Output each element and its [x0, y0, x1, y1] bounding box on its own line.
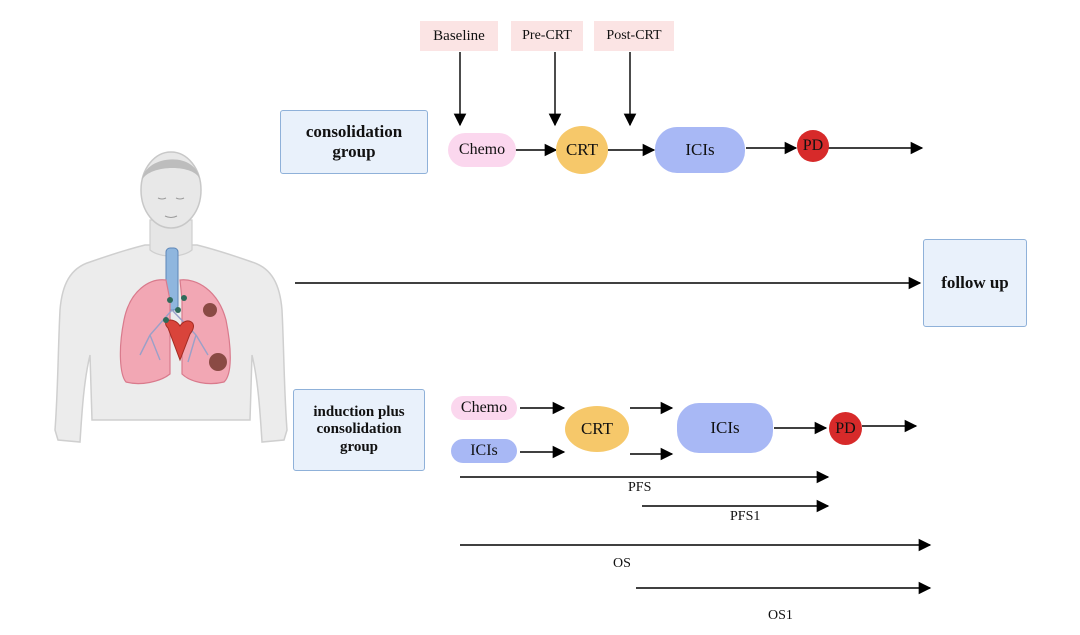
chemo-node: Chemo [448, 133, 516, 167]
os1-label: OS1 [768, 608, 793, 623]
post-crt-label: Post-CRT [594, 21, 674, 51]
induction-group-box: induction plus consolidation group [293, 389, 425, 471]
crt2-node: CRT [565, 406, 629, 452]
icis2-node: ICIs [677, 403, 773, 453]
icis-small-node: ICIs [451, 439, 517, 463]
crt-node: CRT [556, 126, 608, 174]
baseline-label: Baseline [420, 21, 498, 51]
pfs1-label: PFS1 [730, 509, 761, 524]
pre-crt-label: Pre-CRT [511, 21, 583, 51]
chemo2-node: Chemo [451, 396, 517, 420]
pd-node: PD [797, 130, 829, 162]
consolidation-group-box: consolidation group [280, 110, 428, 174]
human-lungs-illustration [54, 151, 288, 443]
icis-node: ICIs [655, 127, 745, 173]
os-label: OS [613, 556, 631, 571]
pd2-node: PD [829, 412, 862, 445]
pfs-label: PFS [628, 480, 652, 495]
follow-up-box: follow up [923, 239, 1027, 327]
